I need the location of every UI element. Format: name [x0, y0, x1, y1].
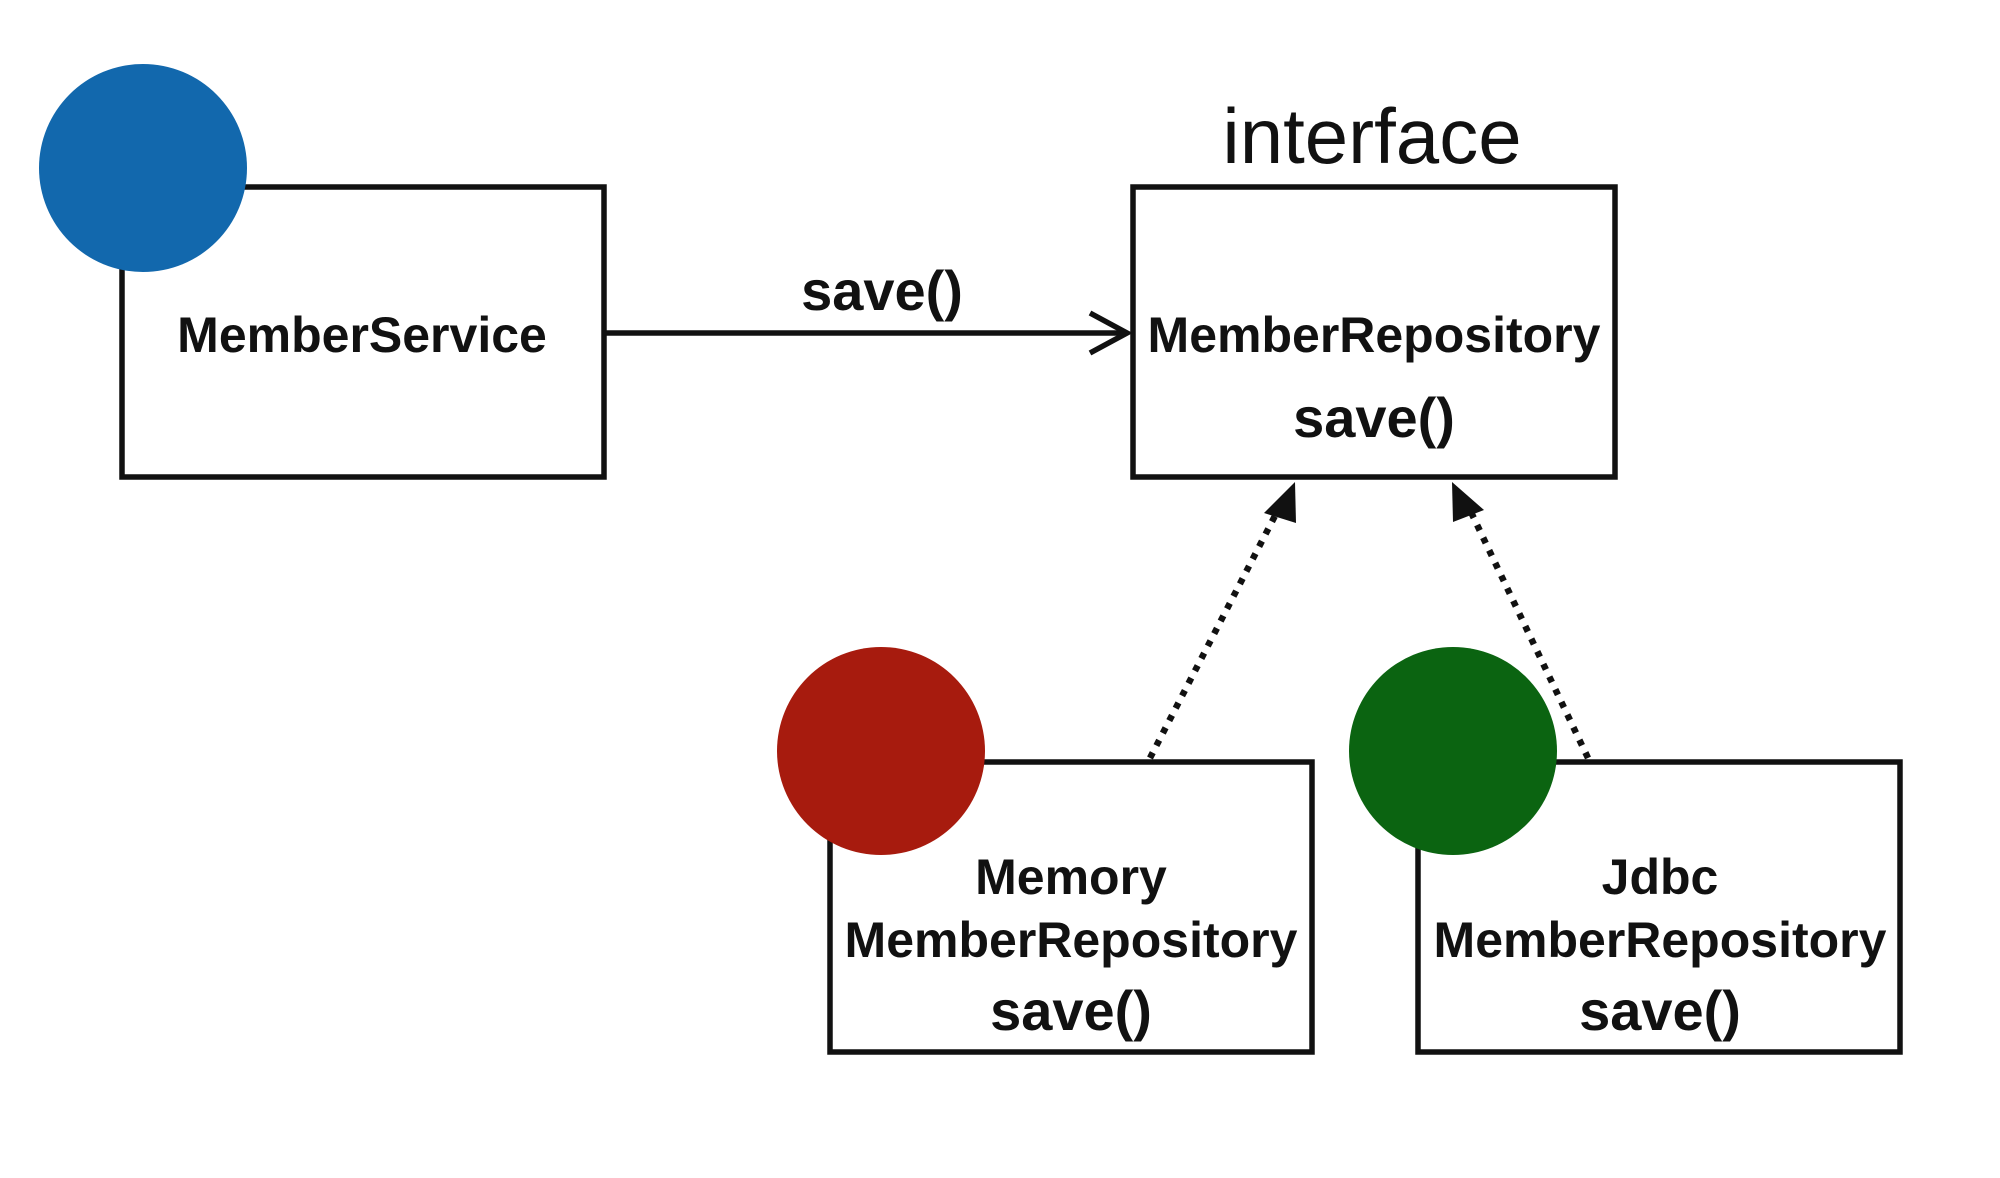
memory-repository-method: save() [990, 979, 1152, 1042]
memory-implements-edge [1147, 482, 1296, 760]
member-repository-box [1130, 184, 1618, 480]
jdbc-implements-line [1467, 508, 1591, 760]
jdbc-repository-circle [1349, 647, 1557, 855]
memory-repository-circle [777, 647, 985, 855]
jdbc-implements-arrowhead [1452, 482, 1484, 522]
member-service-node[interactable]: MemberService [39, 64, 607, 480]
jdbc-repository-method: save() [1579, 979, 1741, 1042]
jdbc-implements-edge [1452, 482, 1591, 760]
jdbc-repository-node[interactable]: Jdbc MemberRepository save() [1349, 647, 1903, 1055]
jdbc-repository-label-line2: MemberRepository [1434, 912, 1887, 968]
member-service-label: MemberService [177, 307, 547, 363]
save-call-edge: save() [604, 259, 1133, 356]
member-repository-node[interactable]: MemberRepository save() [1130, 184, 1618, 480]
memory-repository-label-line1: Memory [975, 849, 1167, 905]
memory-repository-node[interactable]: Memory MemberRepository save() [777, 647, 1315, 1055]
jdbc-repository-label-line1: Jdbc [1602, 849, 1719, 905]
member-service-circle [39, 64, 247, 272]
memory-repository-label-line2: MemberRepository [845, 912, 1298, 968]
member-repository-label: MemberRepository [1148, 307, 1601, 363]
memory-repository-box [827, 759, 1315, 1055]
memory-implements-arrowhead [1264, 482, 1296, 523]
save-call-label: save() [801, 259, 963, 322]
save-call-arrowhead [1088, 310, 1133, 356]
interface-stereotype-label: interface [1222, 92, 1521, 180]
memory-implements-line [1147, 508, 1281, 760]
member-repository-method: save() [1293, 386, 1455, 449]
